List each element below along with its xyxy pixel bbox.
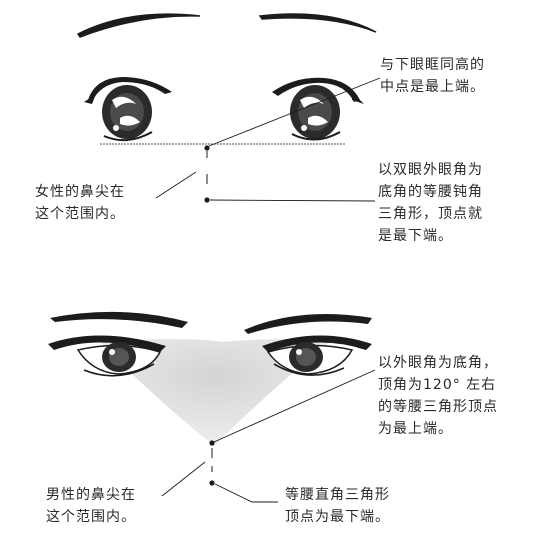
- leader-male-bottom: [214, 483, 278, 503]
- female-left-eye: [84, 77, 172, 142]
- male-right-eye: [262, 335, 372, 376]
- leader-top: [208, 77, 381, 147]
- annotation-female-bottom: 以双眼外眼角为 底角的等腰钝角 三角形，顶点就 是最下端。: [378, 162, 483, 244]
- male-right-eyebrow: [244, 314, 372, 334]
- annotation-female-range: 女性的鼻尖在 这个范围内。: [35, 184, 125, 222]
- male-nose-region: [100, 339, 330, 446]
- annotation-top-point: 与下眼眶同高的 中点是最上端。: [380, 57, 485, 95]
- annotation-male-range: 男性的鼻尖在 这个范围内。: [46, 487, 136, 525]
- female-right-eyebrow: [258, 13, 377, 33]
- leader-female-range: [155, 171, 197, 199]
- female-right-eye: [272, 77, 364, 141]
- leader-female-bottom: [209, 199, 376, 202]
- male-bottom-point: [209, 480, 215, 486]
- male-left-eyebrow: [50, 311, 188, 328]
- female-left-eyebrow: [76, 13, 201, 38]
- leader-male-range: [161, 461, 206, 497]
- annotation-male-bottom: 等腰直角三角形 顶点为最下端。: [285, 487, 390, 525]
- female-face: [76, 13, 381, 203]
- male-top-point: [209, 440, 215, 446]
- annotation-male-top: 以外眼角为底角， 顶角为120° 左右 的等腰三角形顶点 为最上端。: [378, 355, 498, 437]
- leader-male-top: [213, 369, 376, 443]
- male-left-eye: [48, 335, 166, 377]
- female-bottom-point: [204, 197, 210, 203]
- male-face: [48, 311, 376, 503]
- female-top-point: [204, 145, 210, 151]
